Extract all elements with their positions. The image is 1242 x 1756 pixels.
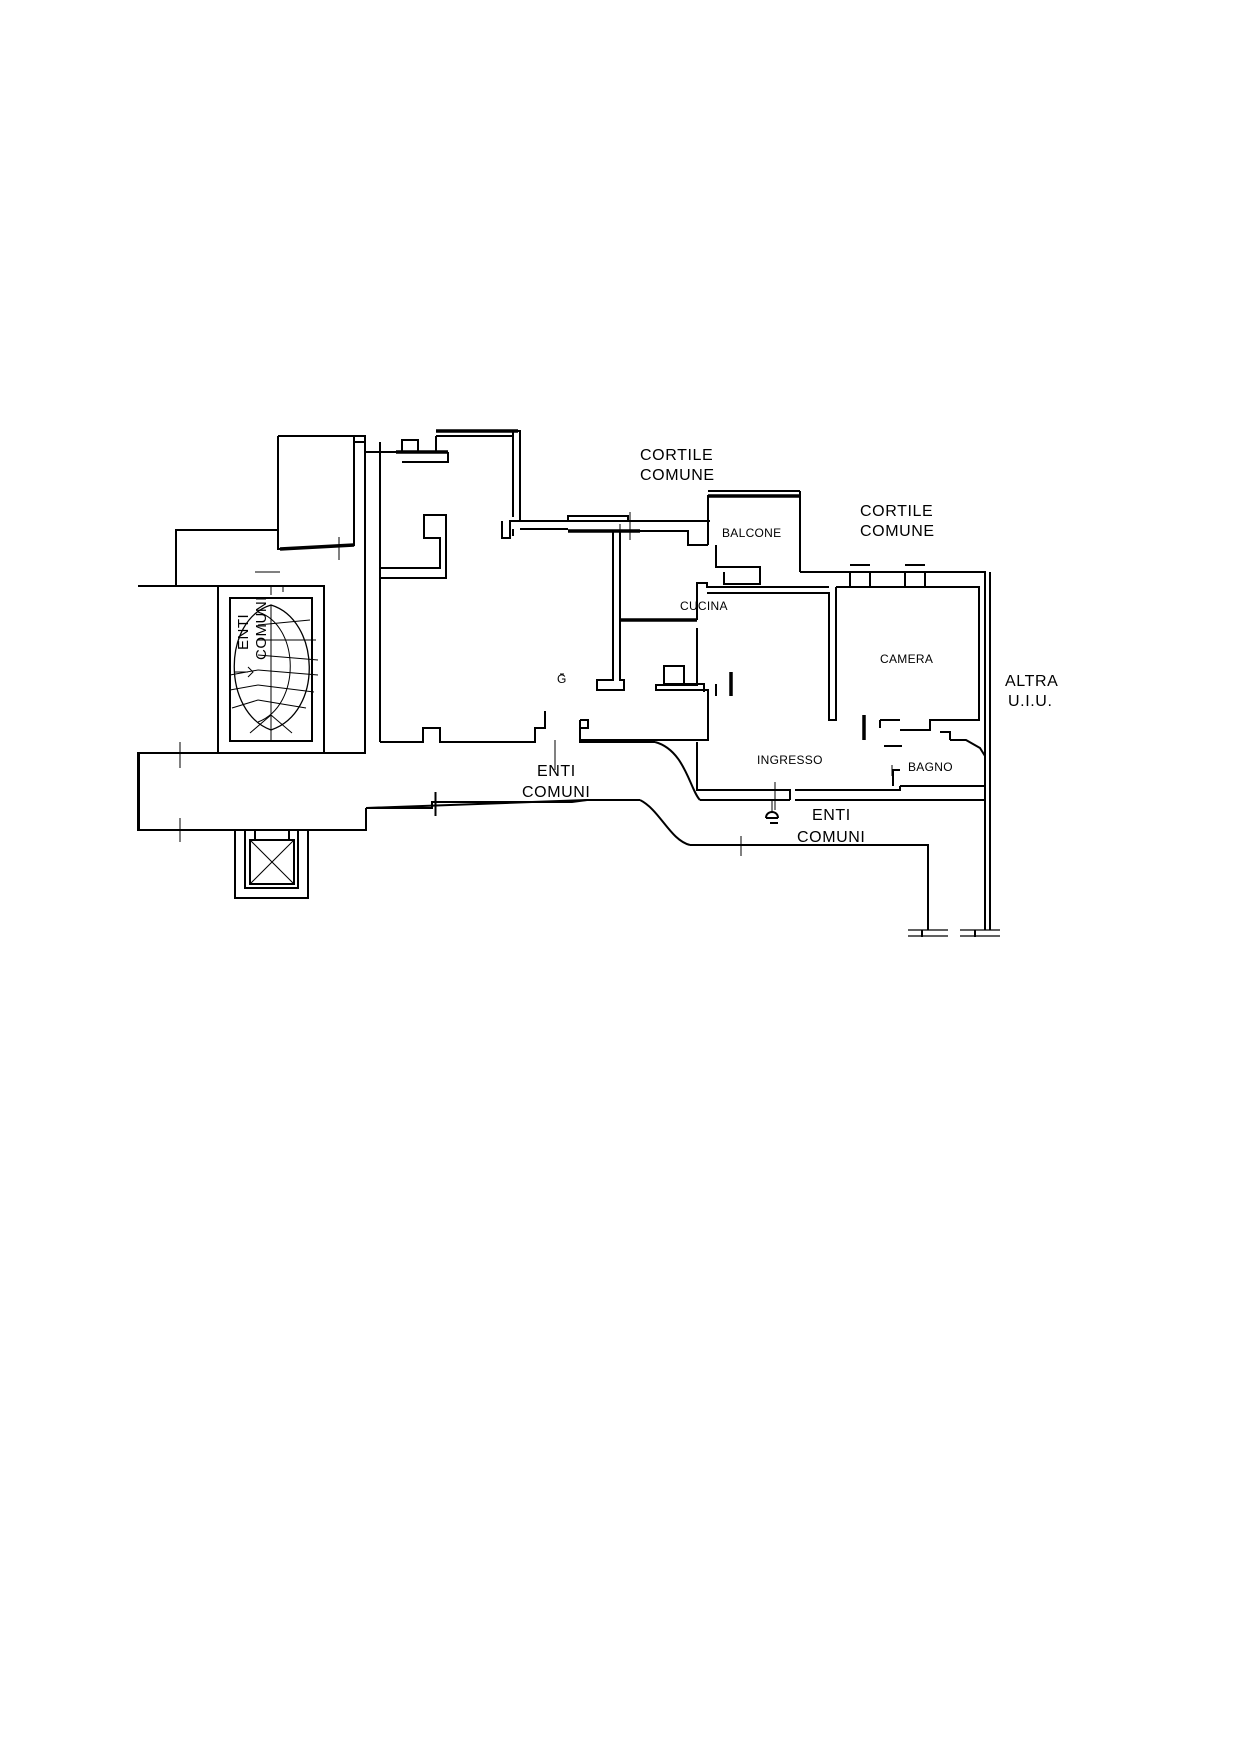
room-mark: G <box>557 672 567 686</box>
lower-corridor <box>138 572 1000 937</box>
label-enti-comuni-entry-b: COMUNI <box>797 829 865 846</box>
label-bagno: BAGNO <box>908 760 953 774</box>
upper-left-block <box>277 435 355 560</box>
stair-label-comuni: COMUNI <box>253 596 270 660</box>
large-room: G <box>324 429 588 830</box>
bedroom: CAMERA <box>800 564 986 800</box>
label-enti-comuni-corridor-b: COMUNI <box>522 784 590 801</box>
balcony: BALCONE <box>707 490 801 585</box>
stair-block: ENTI COMUNI <box>137 529 367 842</box>
kitchen: CUCINA <box>579 531 837 741</box>
label-altra-uiu-b: U.I.U. <box>1008 693 1053 710</box>
lift-shaft <box>234 830 309 899</box>
label-cucina: CUCINA <box>680 599 728 613</box>
label-cortile-comune-2b: COMUNE <box>860 523 935 540</box>
label-enti-comuni-entry-a: ENTI <box>812 807 851 824</box>
entrance-door-icon <box>765 800 779 824</box>
label-enti-comuni-corridor-a: ENTI <box>537 763 576 780</box>
spiral-stair-icon <box>229 571 319 740</box>
north-wall-run <box>512 512 710 546</box>
label-altra-uiu-a: ALTRA <box>1005 673 1058 690</box>
stair-label-enti: ENTI <box>235 614 252 650</box>
label-camera: CAMERA <box>880 652 933 666</box>
label-cortile-comune-1b: COMUNE <box>640 467 715 484</box>
bathroom: BAGNO <box>884 731 986 787</box>
label-cortile-comune-1a: CORTILE <box>640 447 713 464</box>
label-ingresso: INGRESSO <box>757 753 823 767</box>
entrance-hall: INGRESSO <box>579 720 985 824</box>
label-balcone: BALCONE <box>722 526 781 540</box>
label-cortile-comune-2a: CORTILE <box>860 503 933 520</box>
